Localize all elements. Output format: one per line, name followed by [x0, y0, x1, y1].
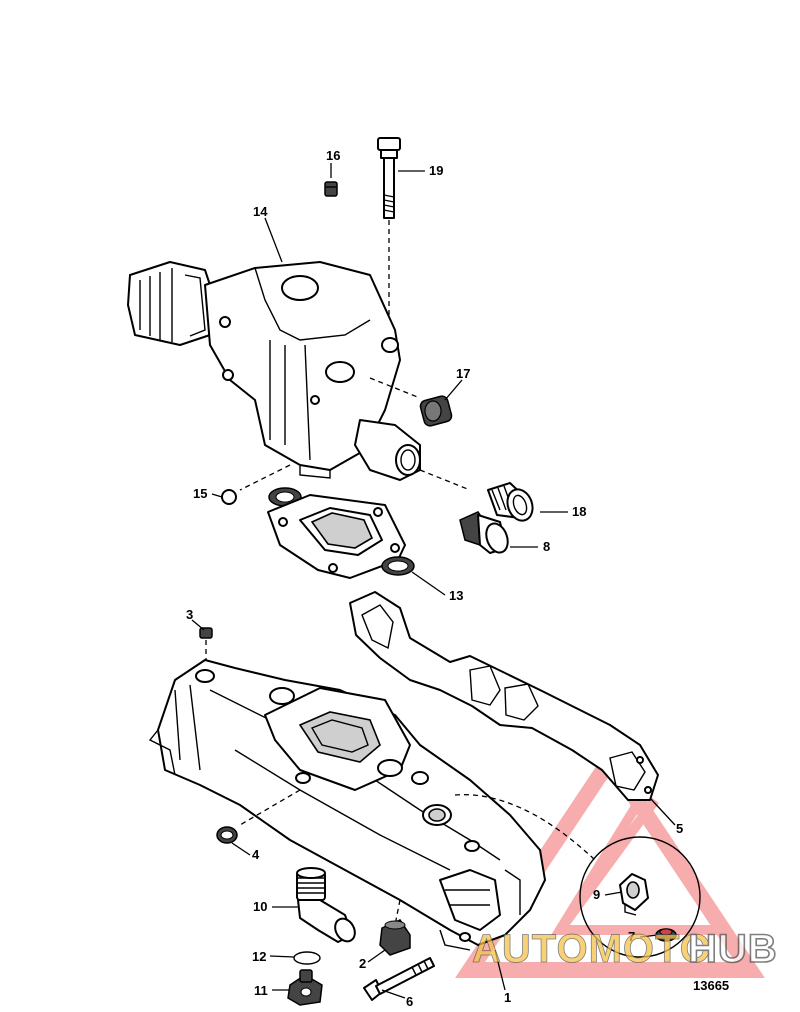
part-3-nut: [199, 627, 213, 662]
callout-12: 12: [252, 949, 266, 964]
callout-14: 14: [253, 204, 268, 219]
callout-10: 10: [253, 899, 267, 914]
part-1-exhaust-manifold: [148, 659, 546, 951]
callout-7: 7: [628, 929, 635, 944]
part-6-bolt: [363, 957, 435, 1001]
svg-text:AUTOMOTO: AUTOMOTO: [472, 927, 712, 971]
svg-text:HUB: HUB: [688, 927, 778, 971]
callout-4: 4: [252, 847, 260, 862]
part-15-plug: [221, 489, 237, 505]
part-12-o-ring: [293, 951, 321, 965]
part-4-o-ring: [216, 826, 238, 844]
part-11-drain-fitting: [287, 969, 323, 1006]
callout-1: 1: [504, 990, 511, 1005]
part-18-fitting: [487, 482, 534, 522]
callout-3: 3: [186, 607, 193, 622]
callout-18: 18: [572, 504, 586, 519]
part-13-gasket-set: [267, 487, 415, 579]
watermark-text: AUTOMOTO HUB: [472, 926, 778, 972]
callout-8: 8: [543, 539, 550, 554]
callout-11: 11: [254, 983, 268, 998]
part-16-plug: [324, 181, 338, 197]
part-2-cap: [379, 919, 411, 956]
callout-17: 17: [456, 366, 470, 381]
callout-9: 9: [593, 887, 600, 902]
part-5-manifold-gasket: [349, 591, 659, 801]
part-8-fitting: [459, 511, 509, 554]
callout-6: 6: [406, 994, 413, 1009]
part-10-tee-fitting: [296, 867, 356, 943]
callout-13: 13: [449, 588, 463, 603]
callout-5: 5: [676, 821, 683, 836]
callout-16: 16: [326, 148, 340, 163]
figure-number: 13665: [693, 978, 729, 993]
leader-lines: [191, 163, 676, 999]
part-14-exhaust-elbow: [127, 261, 471, 491]
callout-15: 15: [193, 486, 207, 501]
callout-2: 2: [359, 956, 366, 971]
detail-view-circle: [579, 836, 701, 958]
part-17-plug: [369, 377, 453, 427]
callout-19: 19: [429, 163, 443, 178]
